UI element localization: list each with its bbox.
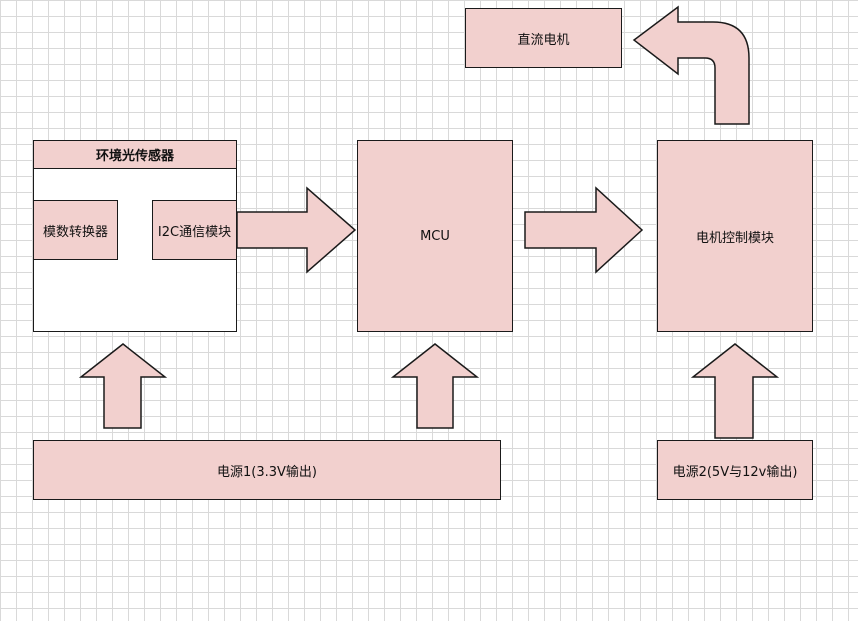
motor-control-label: 电机控制模块	[695, 230, 774, 246]
motor-control-block: 电机控制模块	[657, 140, 813, 332]
power-supply-2-label: 电源2(5V与12v输出)	[672, 464, 798, 480]
sensor-title: 环境光传感器	[34, 141, 236, 169]
arrow-mcu-to-motor-control	[524, 186, 644, 274]
i2c-label: I2C通信模块	[157, 224, 232, 240]
dc-motor-block: 直流电机	[465, 8, 622, 68]
i2c-block: I2C通信模块	[152, 200, 237, 260]
arrow-power1-to-sensor	[78, 343, 168, 429]
arrow-power2-to-motor-control	[690, 343, 780, 439]
mcu-label: MCU	[420, 228, 450, 244]
adc-label: 模数转换器	[42, 224, 108, 240]
power-supply-1-block: 电源1(3.3V输出)	[33, 440, 501, 500]
arrow-sensor-to-mcu	[236, 186, 357, 274]
power-supply-1-label: 电源1(3.3V输出)	[217, 464, 317, 480]
arrow-motor-control-to-dc-motor	[632, 5, 750, 125]
power-supply-2-block: 电源2(5V与12v输出)	[657, 440, 813, 500]
dc-motor-label: 直流电机	[517, 32, 570, 48]
arrow-power1-to-mcu	[390, 343, 480, 429]
adc-block: 模数转换器	[33, 200, 118, 260]
mcu-block: MCU	[357, 140, 513, 332]
